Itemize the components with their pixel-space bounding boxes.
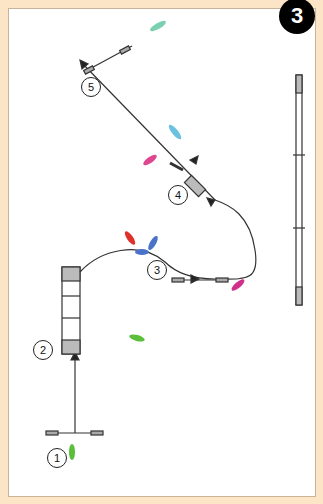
callout-number: 5	[81, 77, 101, 97]
callout-text: 4	[175, 190, 181, 201]
callout-text: 5	[88, 82, 94, 93]
callout-text: 1	[54, 453, 60, 464]
callout-number: 4	[168, 185, 188, 205]
callout-number: 1	[47, 448, 67, 468]
callout-number: 2	[33, 340, 53, 360]
callout-text: 3	[154, 265, 160, 276]
callout-number: 3	[147, 260, 167, 280]
callout-text: 3	[291, 5, 303, 27]
course-panel	[8, 8, 316, 497]
callout-text: 2	[40, 345, 46, 356]
